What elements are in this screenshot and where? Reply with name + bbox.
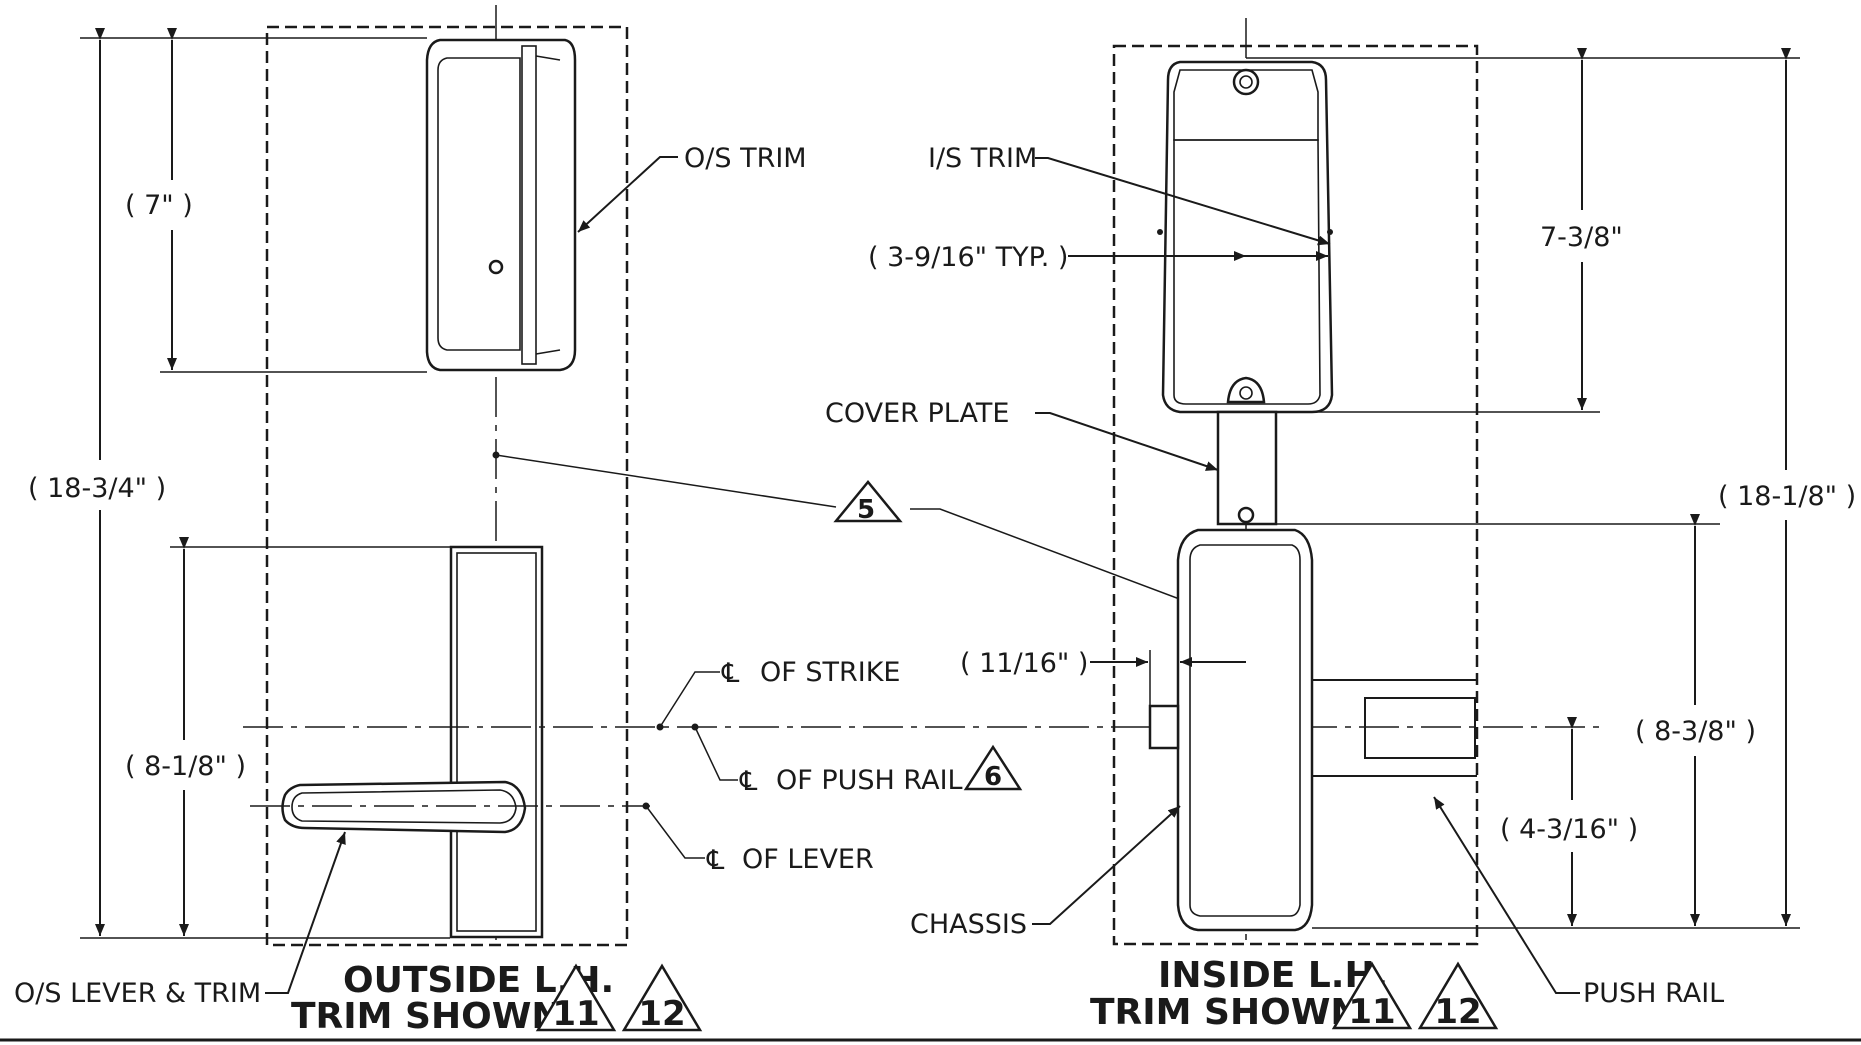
inside-door-outline: [1112, 44, 1479, 946]
dim-os-trim: ( 7" ): [125, 190, 193, 221]
label-cover-plate: COVER PLATE: [825, 398, 1009, 429]
cl-push-rail-symbol: ℄: [739, 766, 758, 797]
os-lever-plate: [449, 545, 544, 939]
dim-os-lever: ( 8-1/8" ): [125, 751, 246, 782]
label-chassis: CHASSIS: [910, 909, 1027, 940]
dim-is-trim-width: ( 3-9/16" TYP. ): [868, 242, 1068, 273]
cl-lever-symbol: ℄: [706, 845, 725, 876]
dim-is-trim-height: 7-3/8": [1540, 222, 1623, 253]
chassis: [1148, 528, 1314, 932]
note-triangle-6: [963, 744, 1023, 791]
outside-door-outline: [265, 25, 629, 947]
dim-os-overall: ( 18-3/4" ): [28, 473, 166, 504]
cl-strike-symbol: ℄: [721, 658, 740, 689]
outside-title-line2: TRIM SHOWN: [291, 996, 562, 1037]
shared-note-5: 5: [492, 451, 1250, 628]
dim-is-offset: ( 11/16" ): [960, 648, 1088, 679]
label-cl-lever: OF LEVER: [742, 844, 874, 875]
label-os-trim: O/S TRIM: [684, 143, 807, 174]
outside-view: ( 18-3/4" ) ( 7" ) ( 8-1/8" ) O/S TRIM O…: [14, 5, 1600, 1037]
inside-title-line2: TRIM SHOWN: [1090, 992, 1361, 1033]
note-triangle-11-outside: [535, 963, 617, 1032]
dim-is-overall: ( 18-1/8" ): [1718, 481, 1856, 512]
inside-view: I/S TRIM ( 3-9/16" TYP. ) COVER PLATE ( …: [825, 18, 1856, 1033]
inside-title-line1: INSIDE L.H.: [1158, 955, 1388, 996]
dim-is-rail-height: ( 4-3/16" ): [1500, 814, 1638, 845]
note-5: 5: [857, 495, 875, 525]
note-11-outside: 11: [552, 994, 599, 1034]
label-os-lever-trim: O/S LEVER & TRIM: [14, 978, 261, 1009]
os-trim: [425, 38, 577, 372]
dim-is-chassis: ( 8-3/8" ): [1635, 716, 1756, 747]
note-triangle-5: [833, 480, 903, 523]
note-6: 6: [984, 762, 1002, 792]
note-11-inside: 11: [1348, 992, 1395, 1032]
note-12-inside: 12: [1434, 992, 1481, 1032]
label-cl-strike: OF STRIKE: [760, 657, 900, 688]
label-cl-push-rail: OF PUSH RAIL: [776, 765, 963, 796]
note-triangle-11-inside: [1331, 961, 1413, 1030]
note-12-outside: 12: [638, 994, 685, 1034]
cover-plate: [1216, 410, 1278, 526]
push-rail-body: [1312, 679, 1477, 777]
os-lever: [281, 780, 527, 834]
note-triangle-12-inside: [1417, 961, 1499, 1030]
label-push-rail: PUSH RAIL: [1583, 978, 1724, 1009]
label-is-trim: I/S TRIM: [928, 143, 1037, 174]
note-triangle-12-outside: [621, 963, 703, 1032]
